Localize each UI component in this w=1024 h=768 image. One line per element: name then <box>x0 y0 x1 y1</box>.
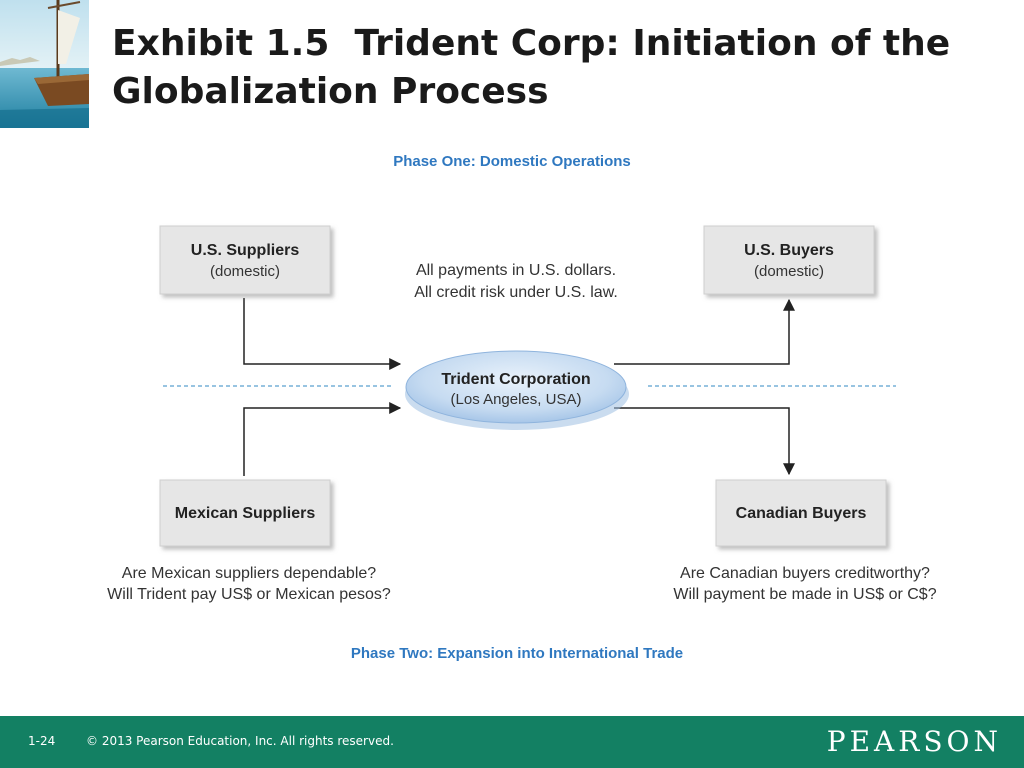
mexican-question-line-1: Are Mexican suppliers dependable? <box>122 565 376 582</box>
phase-two-label: Phase Two: Expansion into International … <box>351 645 683 662</box>
exhibit-label: Exhibit 1.5 <box>112 23 330 64</box>
mexican-suppliers-box: Mexican Suppliers <box>159 479 331 547</box>
domestic-note-line-1: All payments in U.S. dollars. <box>416 262 616 279</box>
canadian-buyers-label: Canadian Buyers <box>736 505 867 522</box>
phase-one-label: Phase One: Domestic Operations <box>393 153 631 170</box>
slide-footer: 1-24 © 2013 Pearson Education, Inc. All … <box>0 716 1024 768</box>
copyright-notice: © 2013 Pearson Education, Inc. All right… <box>86 734 394 748</box>
slide-title: Exhibit 1.5 Trident Corp: Initiation of … <box>112 20 992 116</box>
corner-photo <box>0 0 89 128</box>
trident-location: (Los Angeles, USA) <box>451 391 582 408</box>
us-suppliers-sub: (domestic) <box>210 263 280 280</box>
exhibit-title: Trident Corp: Initiation of the Globaliz… <box>112 23 951 112</box>
domestic-note-line-2: All credit risk under U.S. law. <box>414 284 618 301</box>
arrow-us-suppliers-to-trident <box>243 298 402 370</box>
us-buyers-box: U.S. Buyers (domestic) <box>703 225 875 295</box>
canadian-question-line-1: Are Canadian buyers creditworthy? <box>680 565 930 582</box>
page-number: 1-24 <box>28 734 56 748</box>
us-buyers-label: U.S. Buyers <box>744 242 834 259</box>
arrow-mexican-suppliers-to-trident <box>243 402 402 476</box>
arrow-trident-to-us-buyers <box>614 298 795 365</box>
us-buyers-sub: (domestic) <box>754 263 824 280</box>
pearson-logo: PEARSON <box>826 725 1002 758</box>
us-suppliers-box: U.S. Suppliers (domestic) <box>159 225 331 295</box>
mexican-suppliers-label: Mexican Suppliers <box>175 505 316 522</box>
canadian-buyers-box: Canadian Buyers <box>715 479 887 547</box>
mexican-question-line-2: Will Trident pay US$ or Mexican pesos? <box>107 586 391 603</box>
trident-corporation-node: Trident Corporation (Los Angeles, USA) <box>405 350 629 430</box>
us-suppliers-label: U.S. Suppliers <box>191 242 300 259</box>
trident-label: Trident Corporation <box>441 371 590 388</box>
canadian-question-line-2: Will payment be made in US$ or C$? <box>673 586 936 603</box>
arrow-trident-to-canadian-buyers <box>614 407 795 476</box>
globalization-diagram: Phase One: Domestic Operations Phase Two… <box>107 153 937 662</box>
